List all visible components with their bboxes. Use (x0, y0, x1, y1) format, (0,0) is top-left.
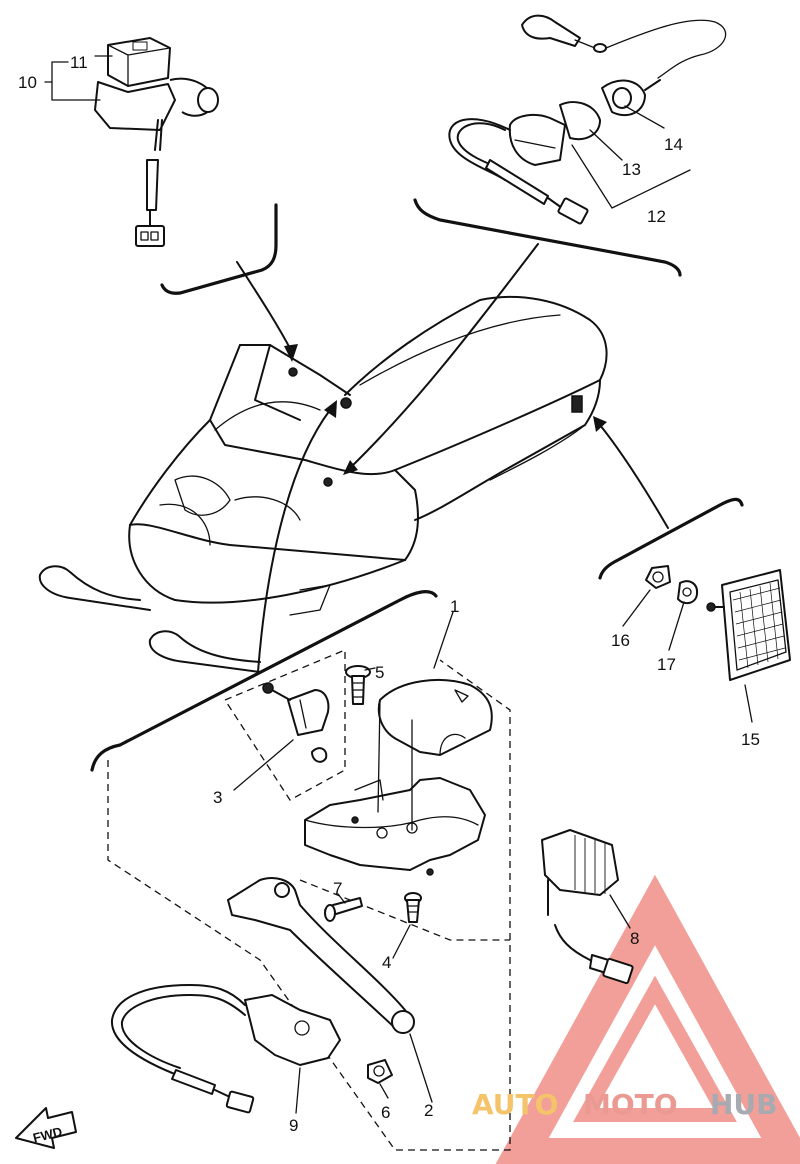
part-8-switch (541, 829, 634, 985)
callout-14: 14 (664, 135, 683, 154)
part-5-screw (345, 665, 371, 705)
callout-16: 16 (611, 631, 630, 650)
watermark-logo-triangle (495, 874, 800, 1164)
callout-9: 9 (289, 1116, 298, 1135)
callout-1: 1 (450, 597, 459, 616)
pointer-arrows (236, 243, 669, 673)
callout-4: 4 (382, 953, 391, 972)
part-2-lever (227, 877, 415, 1034)
callout-leaders-switch (571, 105, 691, 209)
callout-8: 8 (630, 929, 639, 948)
callout-leaders-lever (233, 611, 631, 1114)
callout-3: 3 (213, 788, 222, 807)
callout-6: 6 (381, 1103, 390, 1122)
watermark-text: AUTO MOTO HUB (472, 1088, 778, 1121)
lever-cover (377, 679, 493, 756)
lever-holder (304, 777, 486, 876)
part-3-switch (262, 682, 330, 763)
group-brackets (90, 198, 744, 772)
callout-12: 12 (647, 207, 666, 226)
part-7-screw (324, 897, 363, 922)
callout-17: 17 (657, 655, 676, 674)
fwd-label: FWD (31, 1124, 63, 1146)
main-switch-assembly (448, 14, 727, 225)
callout-5: 5 (375, 663, 384, 682)
callout-7: 7 (333, 879, 342, 898)
watermark-auto: AUTO (472, 1088, 558, 1121)
callout-11: 11 (70, 53, 88, 72)
callout-15: 15 (741, 730, 760, 749)
watermark-moto: MOTO (583, 1088, 678, 1121)
part-6-nut (367, 1059, 393, 1084)
callout-13: 13 (622, 160, 641, 179)
reflector-assembly (645, 565, 791, 681)
part-4-bolt (404, 892, 422, 923)
callout-2: 2 (424, 1101, 433, 1120)
callout-10: 10 (18, 73, 37, 92)
snowmobile-body (38, 295, 608, 673)
watermark-hub: HUB (710, 1088, 778, 1121)
part-9-switch (110, 984, 341, 1114)
relay-assembly (94, 37, 219, 247)
callout-leaders-relay (44, 55, 113, 101)
callout-numbers: 10 11 12 13 14 15 16 17 1 2 3 4 5 6 7 8 … (18, 53, 760, 1135)
callout-leaders-reflector (622, 589, 753, 723)
fwd-arrow-icon: FWD (15, 1107, 77, 1149)
